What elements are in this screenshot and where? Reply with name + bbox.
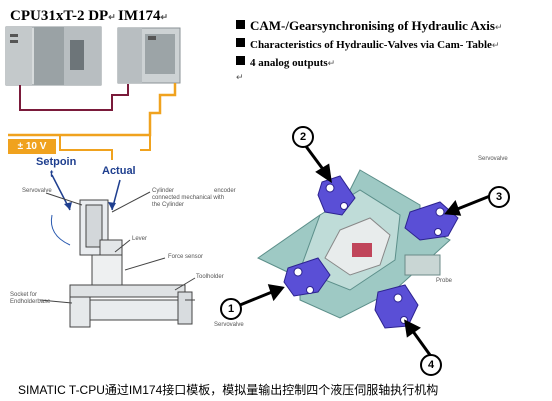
left-actuator-sketch xyxy=(39,191,196,328)
callout-1: 1 xyxy=(220,298,242,320)
label-cylinder: Cylinder xyxy=(152,188,175,194)
im174-module xyxy=(117,27,181,84)
analog-cable-drop xyxy=(59,135,113,160)
actual-label: Actual xyxy=(102,165,136,177)
label-servovalve-bottom: Servovalve xyxy=(214,322,244,328)
bullet-valve-characteristics: Characteristics of Hydraulic-Valves via … xyxy=(236,38,499,51)
bullet-cam-gear: CAM-/Gearsynchronising of Hydraulic Axis… xyxy=(236,18,503,34)
callout-2: 2 xyxy=(292,126,314,148)
figure-caption: SIMATIC T-CPU通过IM174接口模板，模拟量输出控制四个液压伺服轴执… xyxy=(18,383,439,397)
label-the-cylinder: the Cylinder xyxy=(152,202,185,208)
callout-3: 3 xyxy=(488,186,510,208)
analog-cable-drop2 xyxy=(140,135,151,151)
cpu-module xyxy=(5,26,102,86)
voltage-badge: ± 10 V xyxy=(8,139,56,154)
im174-label: IM174↵ xyxy=(118,8,169,24)
cpu-label: CPU31xT-2 DP↵ xyxy=(10,8,116,24)
label-servovalve-top: Servovalve xyxy=(478,156,508,162)
label-servovalve-left: Servovalve xyxy=(22,188,52,194)
callout-4: 4 xyxy=(420,354,442,376)
setpoint-label-line1: Setpoin xyxy=(36,156,77,168)
label-lever: Lever xyxy=(132,236,148,242)
hydraulic-rig xyxy=(257,169,459,329)
label-connected: connected mechanical with xyxy=(152,195,225,201)
label-socket-line2: Endholderbase xyxy=(10,299,51,305)
bullet-analog-outputs: 4 analog outputs↵ xyxy=(236,56,335,69)
profibus-cable xyxy=(19,84,129,111)
label-socket-line1: Socket for xyxy=(10,292,38,298)
label-encoder: encoder xyxy=(214,188,236,194)
label-force-sensor: Force sensor xyxy=(168,254,204,260)
callout-arrows xyxy=(239,144,491,356)
return-mark: ↵ xyxy=(236,72,244,82)
label-probe: Probe xyxy=(436,278,453,284)
setpoint-label-line2: t xyxy=(50,169,54,180)
label-toolholder: Toolholder xyxy=(196,274,224,280)
